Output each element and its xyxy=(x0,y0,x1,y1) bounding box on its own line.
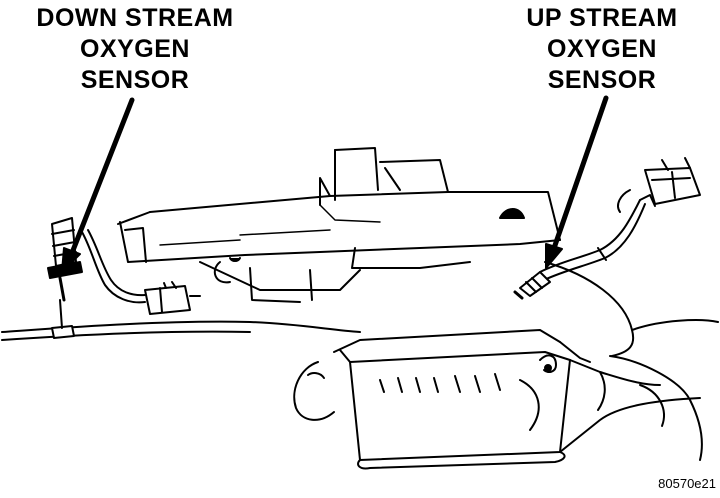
catalytic-converter xyxy=(293,329,703,470)
upstream-oxygen-sensor xyxy=(513,271,551,300)
downstream-label-line-2: OXYGEN xyxy=(80,35,190,63)
transmission-housing xyxy=(117,147,561,303)
downstream-label-line-1: DOWN STREAM xyxy=(36,4,234,32)
downstream-leader-arrow xyxy=(61,97,135,273)
upstream-label-line-3: SENSOR xyxy=(547,66,657,94)
downstream-sensor-harness xyxy=(81,229,201,315)
downstream-label-line-3: SENSOR xyxy=(80,66,190,94)
upstream-leader-arrow xyxy=(545,95,609,269)
upstream-sensor-harness xyxy=(539,157,701,281)
figure-reference-number: 80570e21 xyxy=(658,476,716,491)
upstream-oxygen-sensor-label: UP STREAM OXYGEN SENSOR xyxy=(486,3,718,96)
upstream-label-line-2: OXYGEN xyxy=(547,35,657,63)
downstream-oxygen-sensor-label: DOWN STREAM OXYGEN SENSOR xyxy=(4,3,266,96)
upstream-label-line-1: UP STREAM xyxy=(526,4,678,32)
